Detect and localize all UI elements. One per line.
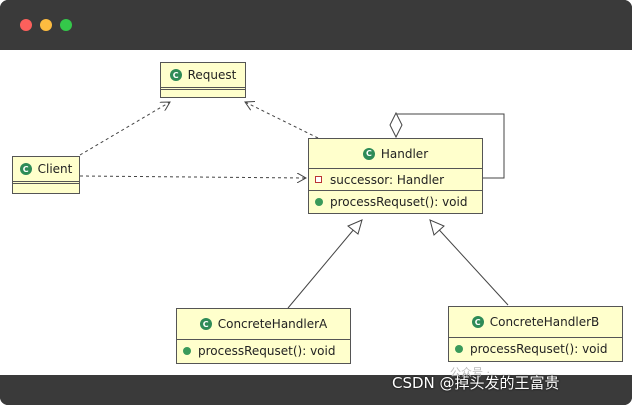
class-icon: C bbox=[362, 147, 375, 160]
concrete-handler-a-method-text: processRequset(): void bbox=[198, 343, 336, 358]
watermark: CSDN @掉头发的王富贵 bbox=[392, 374, 560, 392]
minimize-window-button[interactable] bbox=[40, 19, 52, 31]
client-class-name: Client bbox=[37, 162, 73, 176]
concrete-handler-b-name: ConcreteHandlerB bbox=[489, 315, 600, 329]
maximize-window-button[interactable] bbox=[60, 19, 72, 31]
handler-class-name: Handler bbox=[380, 146, 429, 161]
request-class-name: Request bbox=[187, 68, 237, 82]
client-class[interactable]: C Client bbox=[12, 156, 80, 194]
concrete-b-inheritance bbox=[431, 221, 509, 306]
aggregation-diamond bbox=[389, 111, 403, 139]
inheritance-triangle-a bbox=[347, 219, 363, 235]
close-window-button[interactable] bbox=[20, 19, 32, 31]
public-method-icon bbox=[455, 344, 463, 353]
handler-method: processRequset(): void bbox=[309, 190, 482, 212]
concrete-handler-a-name: ConcreteHandlerA bbox=[217, 317, 328, 331]
inheritance-triangle-b bbox=[429, 219, 445, 236]
class-icon: C bbox=[471, 316, 484, 328]
handler-request-dependency bbox=[245, 102, 319, 139]
diagram-canvas: C Request C Client C Handler successor: … bbox=[0, 50, 632, 375]
relationship-lines bbox=[79, 50, 509, 309]
public-method-icon bbox=[315, 197, 323, 206]
handler-attribute-text: successor: Handler bbox=[330, 172, 445, 187]
watermark-subtext: 公众号 · bbox=[450, 366, 490, 379]
client-request-dependency bbox=[79, 102, 170, 156]
class-icon: C bbox=[199, 318, 212, 330]
handler-attribute: successor: Handler bbox=[309, 169, 482, 190]
public-method-icon bbox=[183, 346, 191, 355]
concrete-a-inheritance bbox=[287, 221, 361, 309]
handler-method-text: processRequset(): void bbox=[330, 194, 468, 209]
concrete-handler-b-method: processRequset(): void bbox=[449, 338, 622, 359]
bottom-bar bbox=[0, 375, 632, 405]
class-icon: C bbox=[19, 163, 32, 175]
handler-class[interactable]: C Handler successor: Handler processRequ… bbox=[308, 138, 483, 214]
private-field-icon bbox=[315, 176, 322, 183]
client-handler-dependency bbox=[79, 176, 306, 178]
concrete-handler-b-class[interactable]: C ConcreteHandlerB processRequset(): voi… bbox=[448, 306, 623, 362]
request-class[interactable]: C Request bbox=[160, 62, 246, 98]
concrete-handler-a-method: processRequset(): void bbox=[177, 340, 350, 361]
concrete-handler-a-class[interactable]: C ConcreteHandlerA processRequset(): voi… bbox=[176, 308, 351, 364]
title-bar bbox=[0, 0, 632, 50]
concrete-handler-b-method-text: processRequset(): void bbox=[470, 341, 608, 356]
class-icon: C bbox=[169, 69, 182, 81]
